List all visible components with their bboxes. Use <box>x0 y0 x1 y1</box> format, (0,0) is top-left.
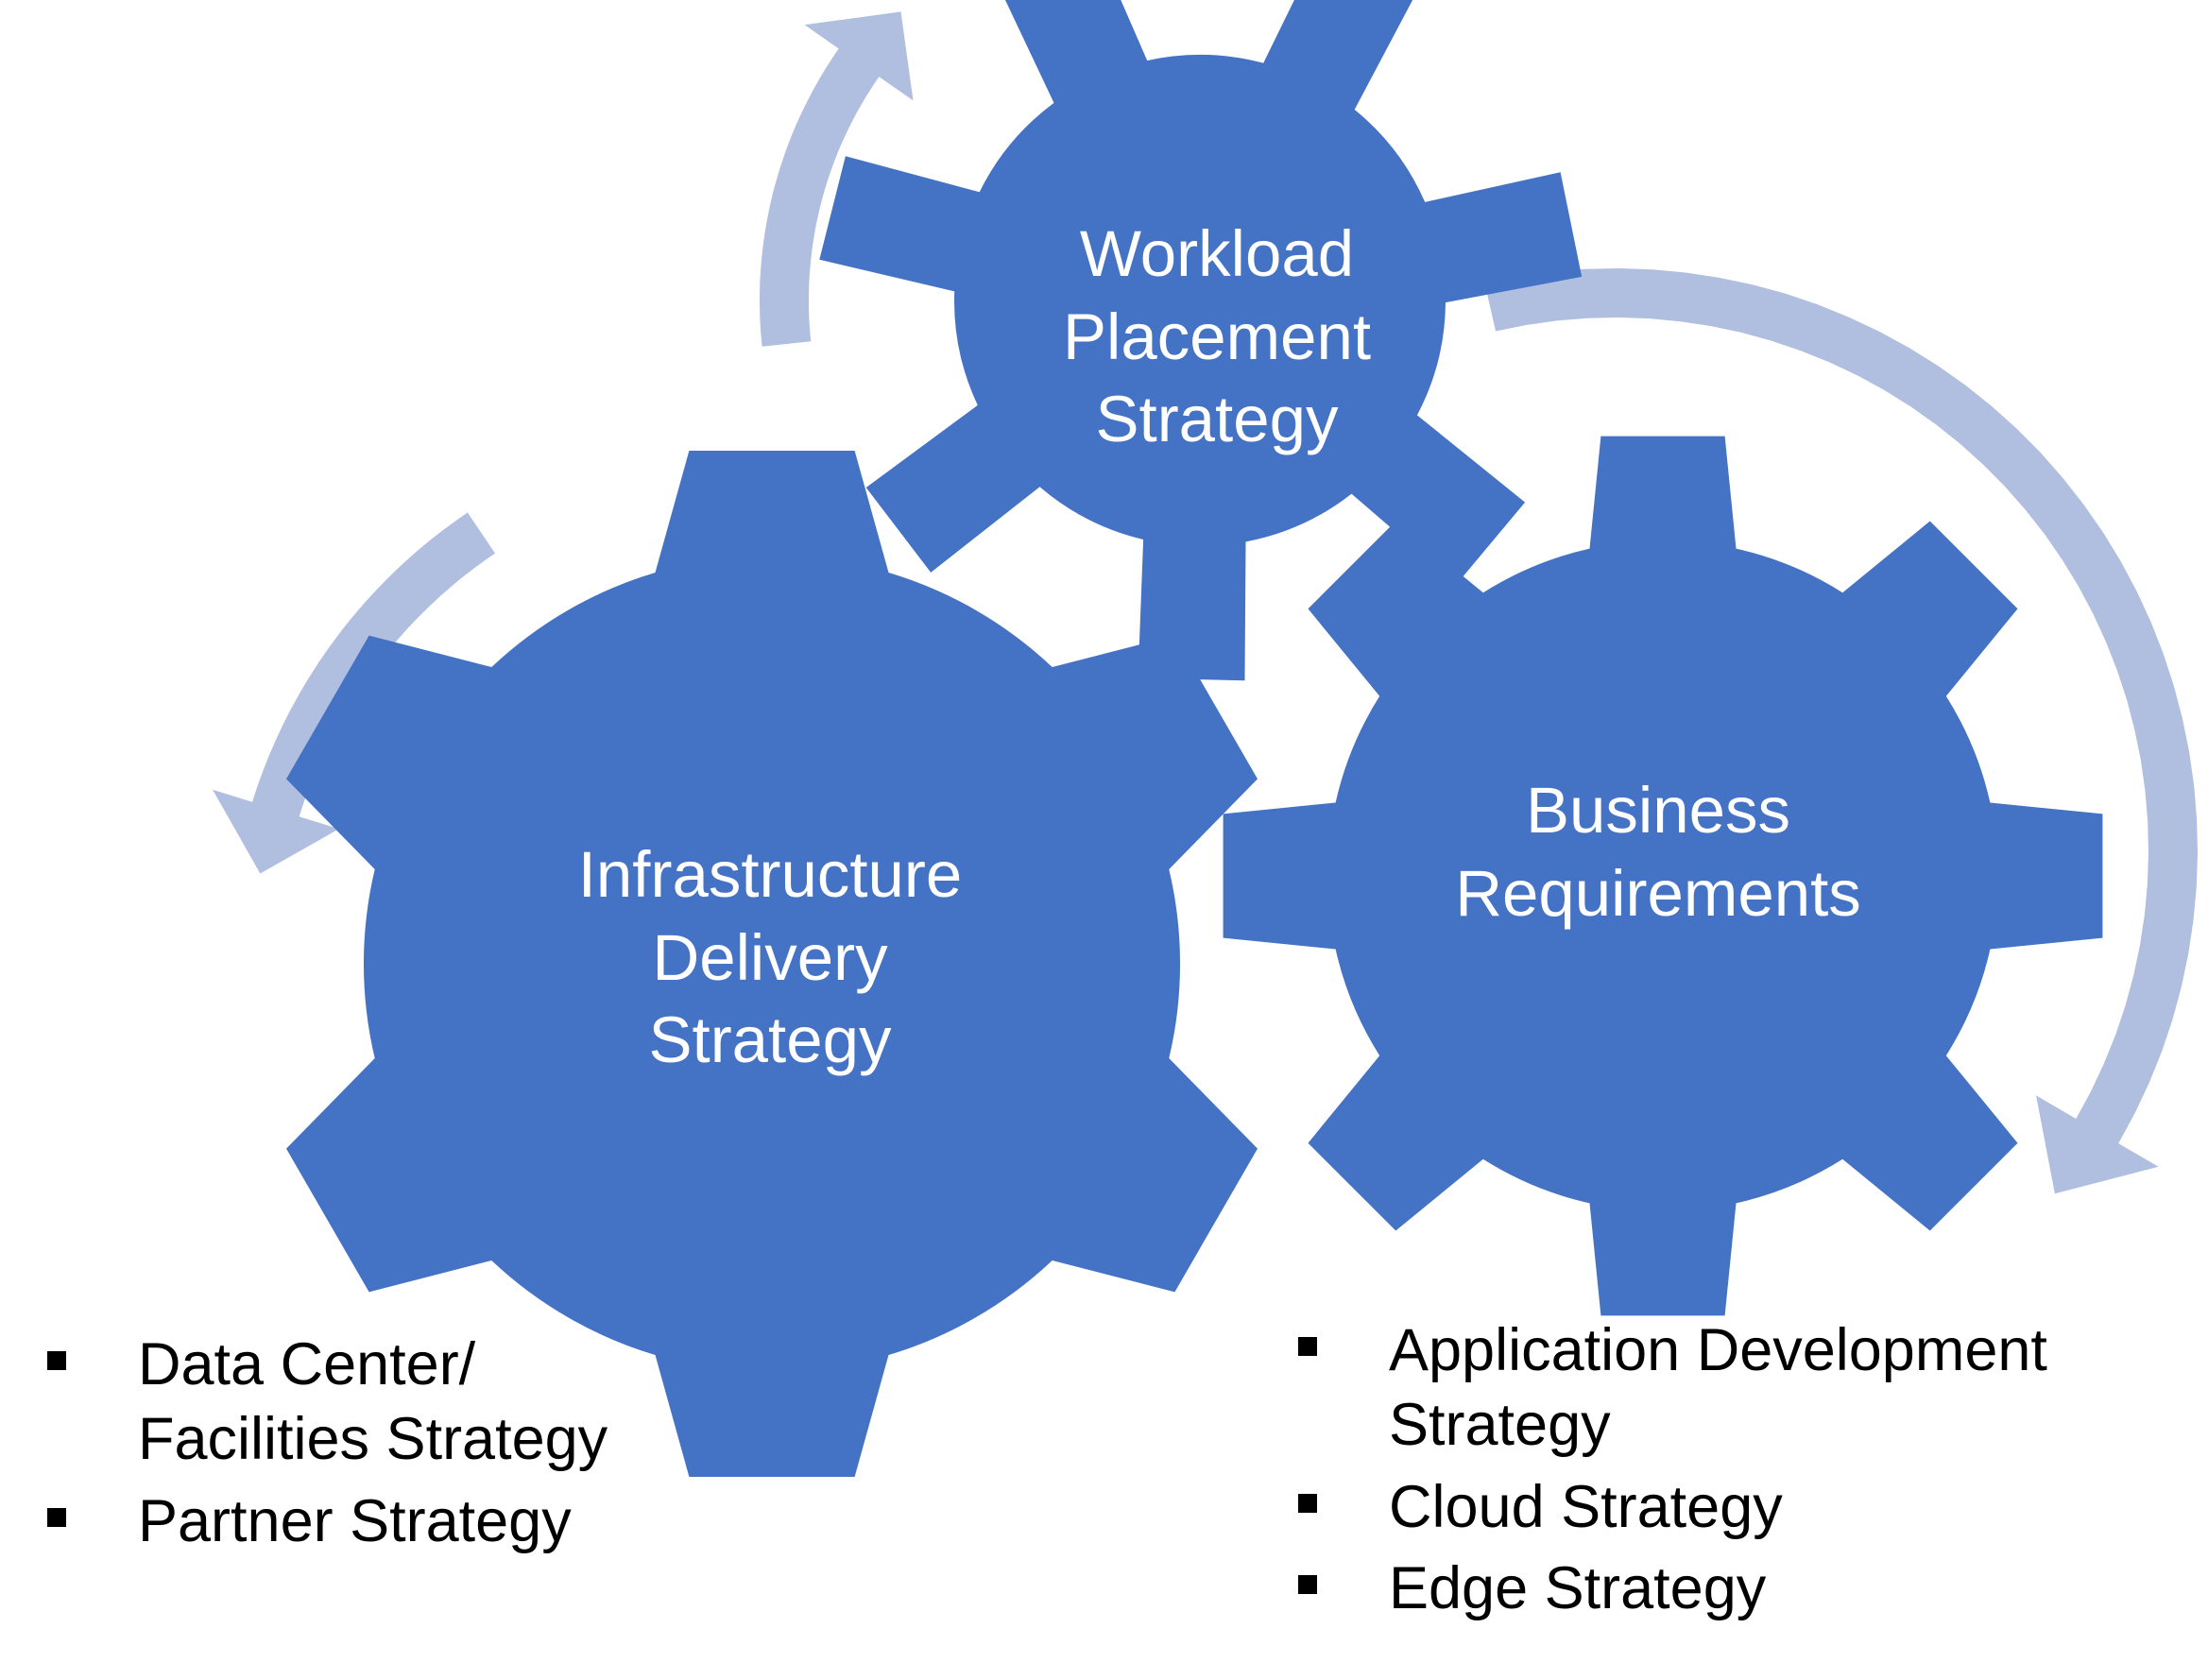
gear-label-workload-placement: Workload Placement Strategy <box>1047 213 1387 461</box>
list-item: Data Center/ Facilities Strategy <box>45 1328 707 1477</box>
list-item-text: Application Development Strategy <box>1389 1317 2047 1458</box>
list-item: Cloud Strategy <box>1296 1470 2147 1545</box>
list-item-text: Cloud Strategy <box>1389 1473 1783 1540</box>
list-item-text: Partner Strategy <box>138 1487 572 1554</box>
square-bullet-icon <box>47 1507 66 1527</box>
gear-label-line: Workload <box>1079 217 1355 290</box>
gear-label-infrastructure-delivery: Infrastructure Delivery Strategy <box>534 833 1006 1082</box>
list-item: Application Development Strategy <box>1296 1313 2147 1463</box>
gear-label-line: Infrastructure <box>577 838 963 911</box>
gear-label-business-requirements: Business Requirements <box>1417 769 1899 934</box>
arrow-to-business-icon <box>1484 268 2198 1194</box>
gear-infrastructure-delivery <box>286 451 1258 1477</box>
gear-label-line: Delivery <box>652 920 888 994</box>
gear-workload-placement <box>819 0 1583 681</box>
gears-group <box>286 0 2103 1477</box>
infrastructure-bullet-list: Data Center/ Facilities Strategy Partner… <box>45 1328 707 1566</box>
list-item-text: Data Center/ Facilities Strategy <box>138 1331 608 1472</box>
gear-label-line: Strategy <box>648 1003 892 1077</box>
gear-business-requirements <box>1223 436 2103 1316</box>
gear-label-line: Business <box>1526 774 1790 847</box>
list-item: Edge Strategy <box>1296 1551 2147 1626</box>
business-bullet-list: Application Development Strategy Cloud S… <box>1296 1313 2147 1634</box>
list-item: Partner Strategy <box>45 1484 707 1559</box>
gear-label-line: Strategy <box>1095 383 1339 456</box>
gear-label-line: Requirements <box>1455 856 1861 930</box>
gear-label-line: Placement <box>1063 300 1371 373</box>
square-bullet-icon <box>47 1351 66 1370</box>
arrow-to-workload-icon <box>760 11 914 347</box>
list-item-text: Edge Strategy <box>1389 1555 1767 1622</box>
square-bullet-icon <box>1298 1575 1317 1595</box>
square-bullet-icon <box>1298 1493 1317 1513</box>
square-bullet-icon <box>1298 1337 1317 1356</box>
